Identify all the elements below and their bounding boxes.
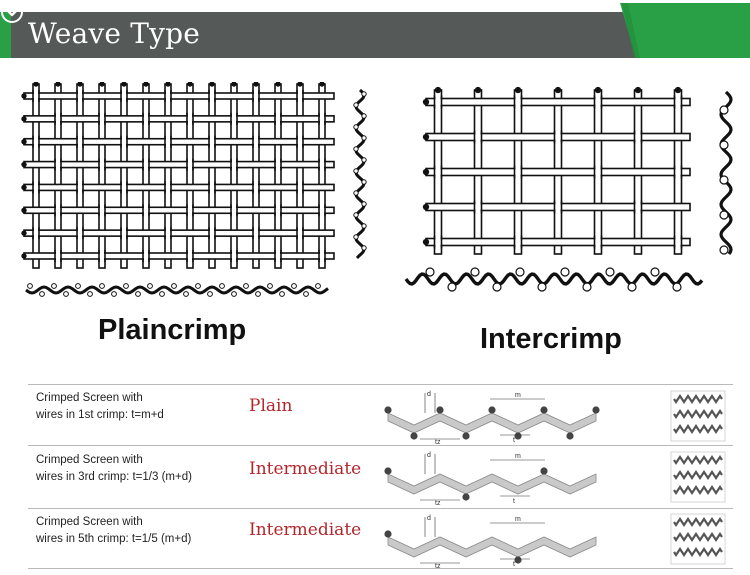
crimp-profile-diagram: d m tz t <box>384 452 597 506</box>
cross-wire <box>410 432 418 440</box>
dim-tz-label: tz <box>435 500 441 506</box>
cross-wire <box>384 406 392 414</box>
dim-m-label: m <box>515 516 521 523</box>
plaincrimp-label: Plaincrimp <box>98 314 247 346</box>
row-divider <box>28 508 733 509</box>
mesh-grid <box>422 86 691 255</box>
dim-tz-label: tz <box>435 439 441 445</box>
crimped-wire <box>387 412 597 434</box>
desc-line: Crimped Screen with <box>36 392 143 404</box>
cross-wire <box>462 493 470 501</box>
desc-line: wires in 3rd crimp: t=1/3 (m+d) <box>36 471 192 483</box>
row-type: Intermediate <box>249 520 362 540</box>
cross-wire <box>488 406 496 414</box>
desc-line: wires in 5th crimp: t=1/5 (m+d) <box>36 533 192 545</box>
intercrimp-mesh-illustration <box>404 86 733 292</box>
plaincrimp-mesh-illustration <box>21 81 367 297</box>
crimp-profile-diagram: d m tz t <box>384 391 600 445</box>
row-type: Plain <box>249 396 293 416</box>
cross-wire <box>540 406 548 414</box>
dim-m-label: m <box>515 392 521 399</box>
bottom-profile <box>25 283 329 297</box>
row-divider <box>28 384 733 385</box>
cross-wire <box>384 530 392 538</box>
cross-wire <box>540 467 548 475</box>
dim-t-label: t <box>513 561 515 568</box>
row-divider <box>28 445 733 446</box>
desc-line: Crimped Screen with <box>36 516 143 528</box>
section-header: Weave Type <box>0 0 750 68</box>
row-description: Crimped Screen with wires in 1st crimp: … <box>36 390 164 424</box>
cross-wire <box>592 406 600 414</box>
crimped-wire <box>387 536 597 558</box>
side-profile <box>353 88 367 260</box>
intercrimp-panel <box>400 82 745 297</box>
crimp-profile-diagram: d m tz t <box>384 515 597 569</box>
crimp-cross-section-icon <box>670 390 726 442</box>
cross-wire <box>514 556 522 564</box>
dim-t-label: t <box>513 437 515 444</box>
row-description: Crimped Screen with wires in 5th crimp: … <box>36 514 191 548</box>
mesh-grid <box>21 81 335 269</box>
cross-wire <box>566 432 574 440</box>
dim-t-label: t <box>513 498 515 505</box>
dim-d-label: d <box>427 452 431 459</box>
crimp-cross-section-icon <box>670 513 726 565</box>
desc-line: Crimped Screen with <box>36 454 143 466</box>
plaincrimp-panel <box>20 81 380 312</box>
crimped-wire <box>387 473 597 495</box>
dimension-annotations: d m tz t <box>420 515 545 569</box>
row-divider <box>28 568 733 569</box>
dim-d-label: d <box>427 391 431 398</box>
header-banner <box>0 0 750 68</box>
dimension-annotations: d m tz t <box>420 452 545 506</box>
cross-wire <box>436 406 444 414</box>
cross-wire <box>384 467 392 475</box>
cross-wire <box>514 432 522 440</box>
intercrimp-label: Intercrimp <box>480 323 622 355</box>
page-title: Weave Type <box>28 17 201 50</box>
dim-tz-label: tz <box>435 563 441 569</box>
dimension-annotations: d m tz t <box>420 391 545 445</box>
row-type: Intermediate <box>249 459 362 479</box>
bottom-profile <box>404 267 704 292</box>
row-description: Crimped Screen with wires in 3rd crimp: … <box>36 452 192 486</box>
dim-m-label: m <box>515 453 521 460</box>
side-profile <box>719 90 733 255</box>
chevron-down-circle-icon[interactable] <box>0 0 24 24</box>
crimp-cross-section-icon <box>670 451 726 503</box>
dim-d-label: d <box>427 515 431 522</box>
desc-line: wires in 1st crimp: t=m+d <box>36 409 164 421</box>
cross-wire <box>462 432 470 440</box>
